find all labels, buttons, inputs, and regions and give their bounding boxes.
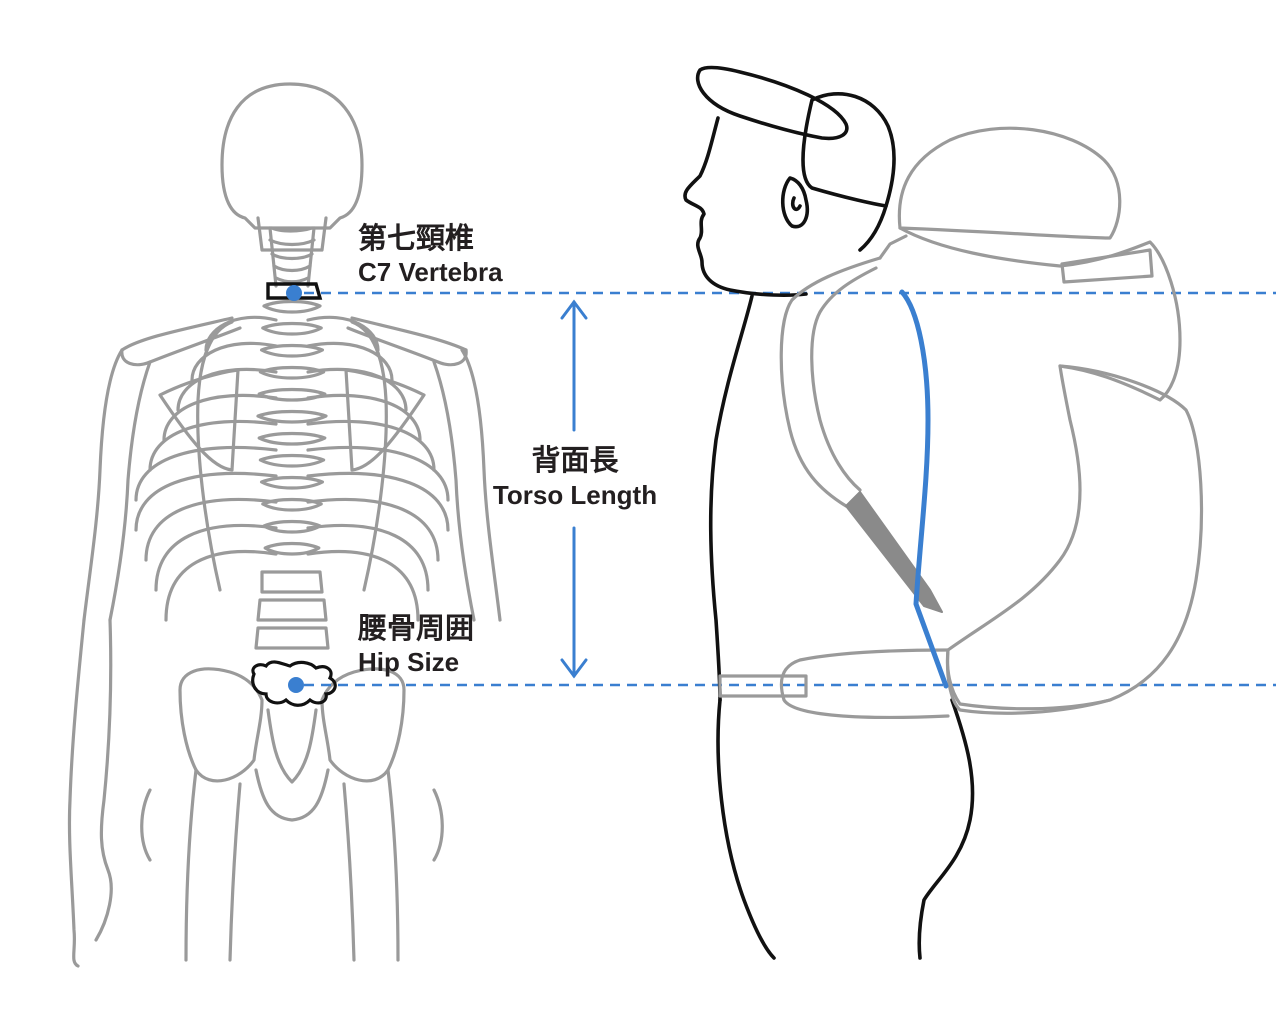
rib — [144, 497, 278, 562]
c7-point — [286, 285, 302, 301]
torso-length-line-on-pack — [899, 289, 949, 689]
rib — [306, 367, 408, 412]
rib — [176, 367, 278, 412]
vertebra — [263, 541, 321, 556]
rib — [154, 523, 278, 592]
vertebra — [260, 343, 324, 358]
rib — [306, 419, 436, 472]
vertebra — [257, 387, 327, 402]
vertebra — [257, 431, 327, 446]
vertebra — [258, 365, 326, 380]
hip-point — [288, 677, 304, 693]
vertebra — [261, 497, 323, 512]
rib — [162, 393, 278, 442]
torso-length-arrow — [560, 299, 588, 679]
hiker-figure — [683, 65, 975, 960]
vertebra — [260, 475, 324, 490]
vertebra — [258, 453, 326, 468]
hip-label-jp: 腰骨周囲 — [357, 611, 474, 645]
rib — [134, 471, 278, 532]
rib — [306, 445, 450, 502]
rib — [306, 497, 440, 562]
rib — [190, 341, 278, 382]
c7-label-en: C7 Vertebra — [358, 257, 503, 287]
rib — [164, 549, 278, 622]
rib — [204, 315, 278, 352]
rib — [148, 419, 278, 472]
torso-label-jp: 背面長 — [531, 443, 619, 477]
c7-label-jp: 第七頸椎 — [358, 221, 474, 255]
vertebra — [256, 409, 328, 424]
vertebra — [262, 519, 322, 534]
rib — [134, 445, 278, 502]
skeleton-figure — [67, 82, 502, 968]
backpack-figure — [718, 126, 1204, 720]
rib — [306, 393, 422, 442]
rib — [306, 549, 420, 622]
torso-label-en: Torso Length — [493, 480, 657, 510]
rib — [306, 523, 430, 592]
vertebra — [262, 299, 322, 314]
rib — [306, 471, 450, 532]
vertebra — [261, 321, 323, 336]
rib — [306, 341, 394, 382]
hip-label-en: Hip Size — [358, 647, 459, 677]
rib — [306, 315, 380, 352]
